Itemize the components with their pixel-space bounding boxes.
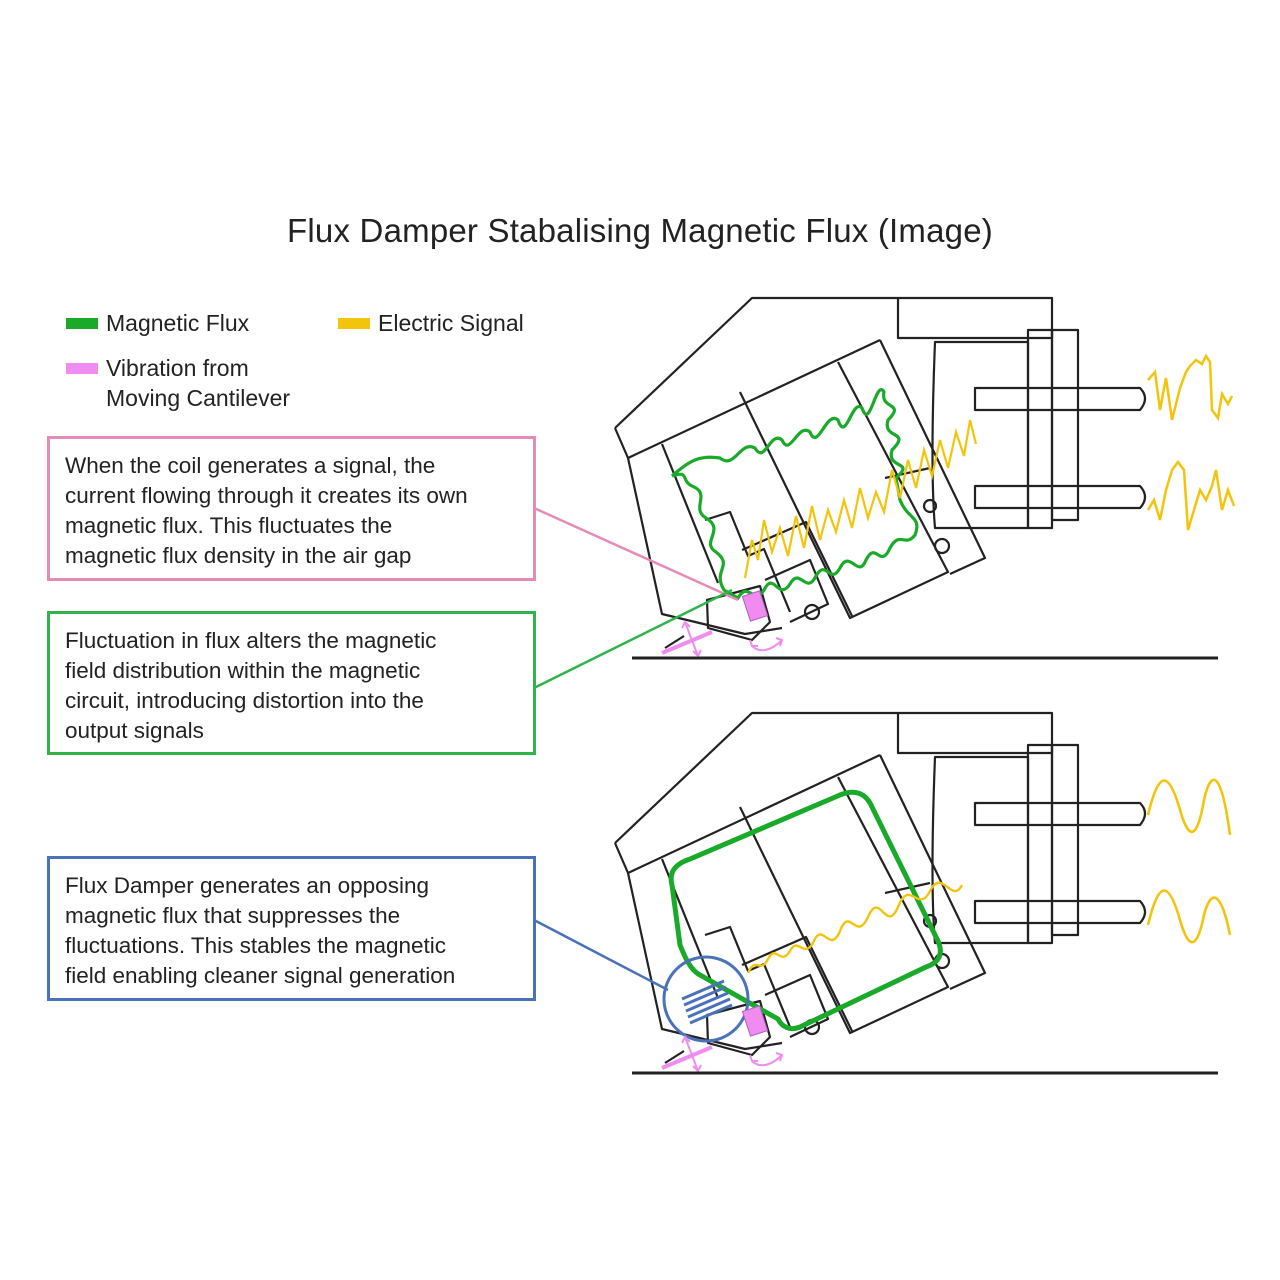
vibration-arrow bbox=[681, 620, 702, 658]
flux-damper-highlight-circle bbox=[662, 955, 750, 1043]
page-title: Flux Damper Stabalising Magnetic Flux (I… bbox=[287, 212, 993, 249]
note-coil-signal: When the coil generates a signal, the cu… bbox=[47, 436, 536, 581]
electric-signal-clean-path bbox=[746, 881, 964, 974]
note-line: field enabling cleaner signal generation bbox=[65, 963, 456, 988]
legend-label: Vibration from Moving Cantilever bbox=[106, 353, 290, 413]
cartridge-outline bbox=[613, 711, 1147, 1065]
note-line: field distribution within the magnetic bbox=[65, 658, 421, 683]
legend-swatch-pink bbox=[66, 363, 98, 374]
panel-without-flux-damper bbox=[613, 296, 1236, 660]
legend-label: Electric Signal bbox=[378, 310, 524, 336]
note-line: When the coil generates a signal, the bbox=[65, 453, 436, 478]
electric-signal-noisy-path bbox=[743, 419, 978, 579]
legend-electric-signal: Electric Signal bbox=[338, 308, 524, 338]
vibration-arrow bbox=[681, 1035, 702, 1073]
cantilever bbox=[661, 1045, 713, 1070]
note-line: magnetic flux that suppresses the bbox=[65, 903, 401, 928]
cantilever bbox=[661, 630, 713, 655]
note-connector-pink bbox=[533, 506, 739, 602]
legend-swatch-green bbox=[66, 318, 98, 329]
note-line: fluctuations. This stables the magnetic bbox=[65, 933, 447, 958]
legend-vibration: Vibration from Moving Cantilever bbox=[66, 353, 290, 413]
note-flux-fluctuation: Fluctuation in flux alters the magnetic … bbox=[47, 611, 536, 755]
legend-label: Magnetic Flux bbox=[106, 310, 250, 336]
vibration-marker bbox=[741, 1005, 769, 1037]
vibration-arrow bbox=[749, 637, 784, 652]
cartridge-outline bbox=[613, 296, 1147, 650]
electric-signal-output-bottom bbox=[1146, 889, 1232, 944]
magnetic-flux-fluctuating-path bbox=[670, 388, 919, 601]
electric-signal-output-top bbox=[1146, 778, 1232, 836]
legend-magnetic-flux: Magnetic Flux bbox=[66, 308, 249, 338]
note-connector-blue bbox=[533, 918, 669, 992]
note-line: magnetic flux. This fluctuates the bbox=[65, 513, 393, 538]
legend-swatch-yellow bbox=[338, 318, 370, 329]
legend-label-line: Moving Cantilever bbox=[106, 385, 291, 411]
note-line: circuit, introducing distortion into the bbox=[65, 688, 424, 713]
panel-with-flux-damper bbox=[613, 711, 1232, 1075]
note-line: Flux Damper generates an opposing bbox=[65, 873, 429, 898]
legend-label-line: Vibration from bbox=[106, 355, 249, 381]
note-flux-damper: Flux Damper generates an opposing magnet… bbox=[47, 856, 536, 1001]
electric-signal-output-top bbox=[1147, 353, 1234, 422]
vibration-arrow bbox=[749, 1052, 784, 1067]
note-line: current flowing through it creates its o… bbox=[65, 483, 468, 508]
note-line: output signals bbox=[65, 718, 204, 743]
magnetic-flux-stable-path bbox=[668, 789, 943, 1032]
note-line: Fluctuation in flux alters the magnetic bbox=[65, 628, 437, 653]
flux-damper-coil-icon bbox=[681, 979, 733, 1025]
note-line: magnetic flux density in the air gap bbox=[65, 543, 412, 568]
note-connector-green bbox=[533, 588, 733, 690]
vibration-marker bbox=[741, 590, 769, 622]
electric-signal-output-bottom bbox=[1146, 459, 1236, 531]
